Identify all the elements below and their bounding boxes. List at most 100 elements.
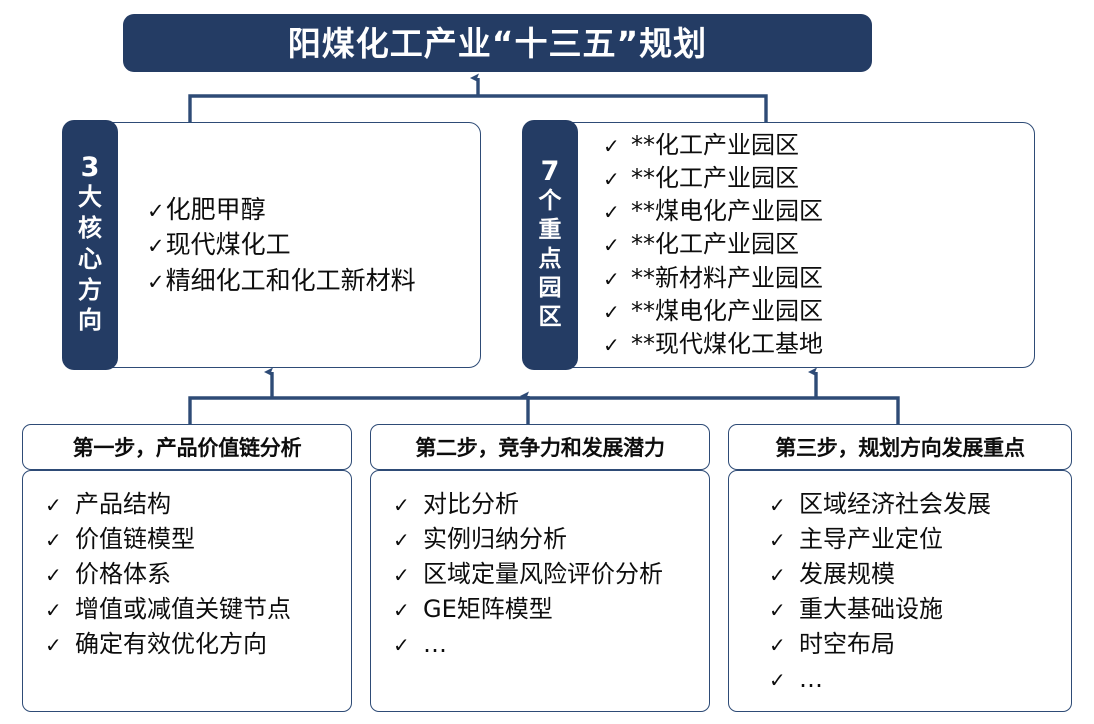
list-item: ✓ … <box>393 627 709 662</box>
list-item-label: 精细化工和化工新材料 <box>165 265 416 295</box>
tab-label-vertical: 大 核 心 方 向 <box>78 182 102 336</box>
step-three-list: ✓ 区域经济社会发展 ✓ 主导产业定位 ✓ 发展规模 ✓ 重大基础设施 ✓ <box>769 487 1071 697</box>
card-step-one-body: ✓ 产品结构 ✓ 价值链模型 ✓ 价格体系 ✓ 增值或减值关键节点 ✓ 确定 <box>22 470 352 712</box>
check-icon: ✓ <box>769 598 786 623</box>
list-item-label: 价值链模型 <box>75 525 195 554</box>
card-step-three-body: ✓ 区域经济社会发展 ✓ 主导产业定位 ✓ 发展规模 ✓ 重大基础设施 ✓ <box>728 470 1072 712</box>
list-item-label: **化工产业园区 <box>631 164 799 193</box>
check-icon: ✓ <box>393 598 410 623</box>
list-item-label: 产品结构 <box>75 490 171 518</box>
tab-char: 园 <box>538 274 562 301</box>
list-item-label: … <box>799 665 823 694</box>
check-icon: ✓ <box>603 200 620 225</box>
check-icon: ✓ <box>45 563 62 588</box>
list-item: ✓ 区域定量风险评价分析 <box>393 557 709 592</box>
list-item-label: 确定有效优化方向 <box>75 630 267 659</box>
list-item-label: 发展规模 <box>799 560 895 589</box>
list-item: ✓ 化肥甲醇 <box>147 192 480 228</box>
list-item: ✓ 主导产业定位 <box>769 522 1071 557</box>
tab-char: 区 <box>538 303 562 330</box>
card-step-two-header: 第二步，竞争力和发展潜力 <box>370 424 710 470</box>
tab-char: 重 <box>538 216 562 243</box>
check-icon: ✓ <box>147 198 165 223</box>
list-item-label: 价格体系 <box>75 560 171 589</box>
check-icon: ✓ <box>45 633 62 658</box>
check-icon: ✓ <box>45 598 62 623</box>
check-icon: ✓ <box>603 266 620 291</box>
list-item-label: 现代煤化工 <box>165 230 291 260</box>
list-item-label: 主导产业定位 <box>799 525 943 554</box>
card-step-two-body: ✓ 对比分析 ✓ 实例归纳分析 ✓ 区域定量风险评价分析 ✓ GE矩阵模型 ✓ <box>370 470 710 712</box>
tab-number: 3 <box>80 152 100 184</box>
card-step-three-header: 第三步，规划方向发展重点 <box>728 424 1072 470</box>
tab-char: 核 <box>78 214 102 243</box>
list-item: ✓ 增值或减值关键节点 <box>45 592 351 627</box>
tab-char: 大 <box>78 183 102 212</box>
check-icon: ✓ <box>393 563 410 588</box>
check-icon: ✓ <box>769 668 786 693</box>
step-title: 第三步，规划方向发展重点 <box>775 436 1025 460</box>
list-item: ✓ 重大基础设施 <box>769 592 1071 627</box>
step-title: 第一步，产品价值链分析 <box>72 436 302 460</box>
list-item-label: **新材料产业园区 <box>631 263 823 292</box>
check-icon: ✓ <box>45 493 62 517</box>
check-icon: ✓ <box>769 528 786 553</box>
check-icon: ✓ <box>603 332 620 357</box>
tab-label-vertical: 个 重 点 园 区 <box>539 187 562 332</box>
list-item-label: **煤电化产业园区 <box>631 296 823 325</box>
key-parks-list: ✓ **化工产业园区 ✓ **化工产业园区 ✓ **煤电化产业园区 ✓ **化工… <box>603 129 1034 361</box>
step-one-list: ✓ 产品结构 ✓ 价值链模型 ✓ 价格体系 ✓ 增值或减值关键节点 ✓ 确定 <box>45 487 351 662</box>
list-item-label: **现代煤化工基地 <box>631 329 823 358</box>
check-icon: ✓ <box>769 563 786 588</box>
list-item-label: 实例归纳分析 <box>423 525 567 554</box>
tab-char: 方 <box>78 275 102 304</box>
card-key-parks: 7 个 重 点 园 区 ✓ **化工产业园区 ✓ **化工产业园区 <box>522 120 1035 370</box>
list-item-label: 增值或减值关键节点 <box>75 595 291 624</box>
card-core-directions-tab: 3 大 核 心 方 向 <box>62 120 118 370</box>
check-icon: ✓ <box>769 493 786 517</box>
check-icon: ✓ <box>393 528 410 553</box>
card-key-parks-tab: 7 个 重 点 园 区 <box>522 120 578 370</box>
list-item-label: **化工产业园区 <box>631 131 799 160</box>
list-item: ✓ 产品结构 <box>45 487 351 522</box>
list-item: ✓ **化工产业园区 <box>603 228 1034 261</box>
list-item: ✓ **煤电化产业园区 <box>603 195 1034 228</box>
card-core-directions: 3 大 核 心 方 向 ✓ 化肥甲醇 ✓ 现代煤化工 ✓ <box>62 120 481 370</box>
step-two-list: ✓ 对比分析 ✓ 实例归纳分析 ✓ 区域定量风险评价分析 ✓ GE矩阵模型 ✓ <box>393 487 709 662</box>
card-step-one: 第一步，产品价值链分析 ✓ 产品结构 ✓ 价值链模型 ✓ 价格体系 ✓ 增值或减 <box>22 424 352 712</box>
check-icon: ✓ <box>603 134 620 159</box>
check-icon: ✓ <box>603 233 620 258</box>
list-item: ✓ 现代煤化工 <box>147 227 480 263</box>
check-icon: ✓ <box>603 299 620 324</box>
check-icon: ✓ <box>147 269 165 294</box>
diagram-title-banner: 阳煤化工产业“十三五”规划 <box>123 14 872 72</box>
list-item: ✓ 确定有效优化方向 <box>45 627 351 662</box>
check-icon: ✓ <box>147 234 165 259</box>
list-item-label: 区域定量风险评价分析 <box>423 560 663 589</box>
list-item: ✓ 实例归纳分析 <box>393 522 709 557</box>
card-step-two: 第二步，竞争力和发展潜力 ✓ 对比分析 ✓ 实例归纳分析 ✓ 区域定量风险评价分… <box>370 424 710 712</box>
list-item-label: **化工产业园区 <box>631 230 799 259</box>
check-icon: ✓ <box>769 633 786 658</box>
check-icon: ✓ <box>603 167 620 192</box>
list-item-label: 时空布局 <box>799 630 895 659</box>
list-item: ✓ **新材料产业园区 <box>603 262 1034 295</box>
card-step-three: 第三步，规划方向发展重点 ✓ 区域经济社会发展 ✓ 主导产业定位 ✓ 发展规模 … <box>728 424 1072 712</box>
list-item-label: GE矩阵模型 <box>423 595 553 624</box>
list-item-label: 化肥甲醇 <box>165 194 266 224</box>
list-item: ✓ 发展规模 <box>769 557 1071 592</box>
card-core-directions-body: ✓ 化肥甲醇 ✓ 现代煤化工 ✓ 精细化工和化工新材料 <box>121 123 480 367</box>
list-item: ✓ 时空布局 <box>769 627 1071 662</box>
tab-char: 个 <box>538 187 562 214</box>
list-item: ✓ **煤电化产业园区 <box>603 295 1034 328</box>
connector-midcards-to-title <box>188 73 768 122</box>
list-item: ✓ 精细化工和化工新材料 <box>147 263 480 299</box>
check-icon: ✓ <box>45 528 62 553</box>
list-item: ✓ 价值链模型 <box>45 522 351 557</box>
list-item: ✓ 价格体系 <box>45 557 351 592</box>
list-item: ✓ … <box>769 662 1071 697</box>
list-item: ✓ GE矩阵模型 <box>393 592 709 627</box>
tab-char: 心 <box>78 244 102 273</box>
page-title: 阳煤化工产业“十三五”规划 <box>287 23 708 63</box>
